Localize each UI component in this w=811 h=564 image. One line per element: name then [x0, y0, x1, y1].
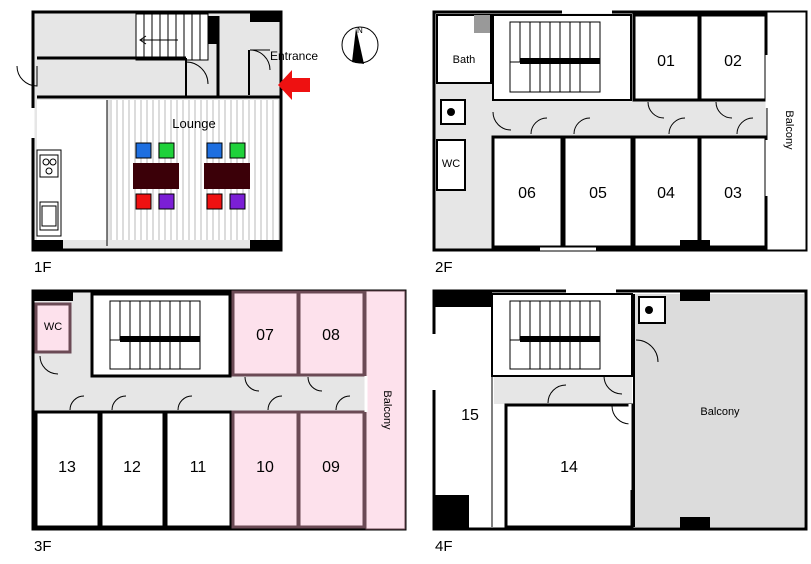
- room-09-label: 09: [322, 459, 340, 476]
- room-10-label: 10: [256, 459, 274, 476]
- balcony-label: Balcony: [783, 110, 795, 150]
- sink-icon: [39, 201, 59, 231]
- stairs-icon: [90, 292, 232, 378]
- room-08-label: 08: [322, 327, 340, 344]
- stove-icon: [39, 154, 59, 178]
- entrance-arrow-icon: [278, 70, 310, 100]
- bath-label: Bath: [453, 54, 476, 66]
- room-12-label: 12: [123, 459, 141, 476]
- floor-label-2f: 2F: [435, 259, 453, 276]
- compass-icon: N: [341, 26, 379, 64]
- stairs-icon: [135, 13, 209, 61]
- balcony-label-4f: Balcony: [700, 406, 740, 418]
- room-03-label: 03: [724, 185, 742, 202]
- stairs-icon: [491, 293, 633, 377]
- lounge-furniture: [133, 142, 250, 210]
- room-15-label: 15: [461, 407, 479, 424]
- svg-text:N: N: [357, 26, 363, 35]
- room-01-label: 01: [657, 53, 675, 70]
- entrance-label: Entrance: [270, 49, 318, 63]
- room-04-label: 04: [657, 185, 675, 202]
- room-11-label: 11: [190, 459, 207, 476]
- wc-label: WC: [442, 158, 460, 170]
- floor-2f-plan: Bath WC Balcony 01 02 03 04 05 06: [432, 10, 808, 252]
- floor-label-3f: 3F: [34, 538, 52, 555]
- room-02-label: 02: [724, 53, 742, 70]
- room-14-label: 14: [560, 459, 578, 476]
- room-05-label: 05: [589, 185, 607, 202]
- water-heater-icon: [638, 296, 666, 324]
- room-07-label: 07: [256, 327, 274, 344]
- balcony-label-3f: Balcony: [381, 390, 393, 430]
- wc-label-3f: WC: [44, 321, 62, 333]
- floor-1f-plan: Lounge Entrance N: [16, 10, 379, 252]
- room-13-label: 13: [58, 459, 76, 476]
- water-heater-icon: [440, 99, 466, 125]
- floor-label-4f: 4F: [435, 538, 453, 555]
- room-06-label: 06: [518, 185, 536, 202]
- floor-3f-plan: WC Balcony 07 08 09 10 11 12 13: [31, 289, 407, 531]
- lounge-label: Lounge: [172, 116, 215, 131]
- floor-label-1f: 1F: [34, 259, 52, 276]
- floor-4f-plan: Balcony 15 14: [432, 289, 808, 531]
- stairs-icon: [492, 14, 632, 101]
